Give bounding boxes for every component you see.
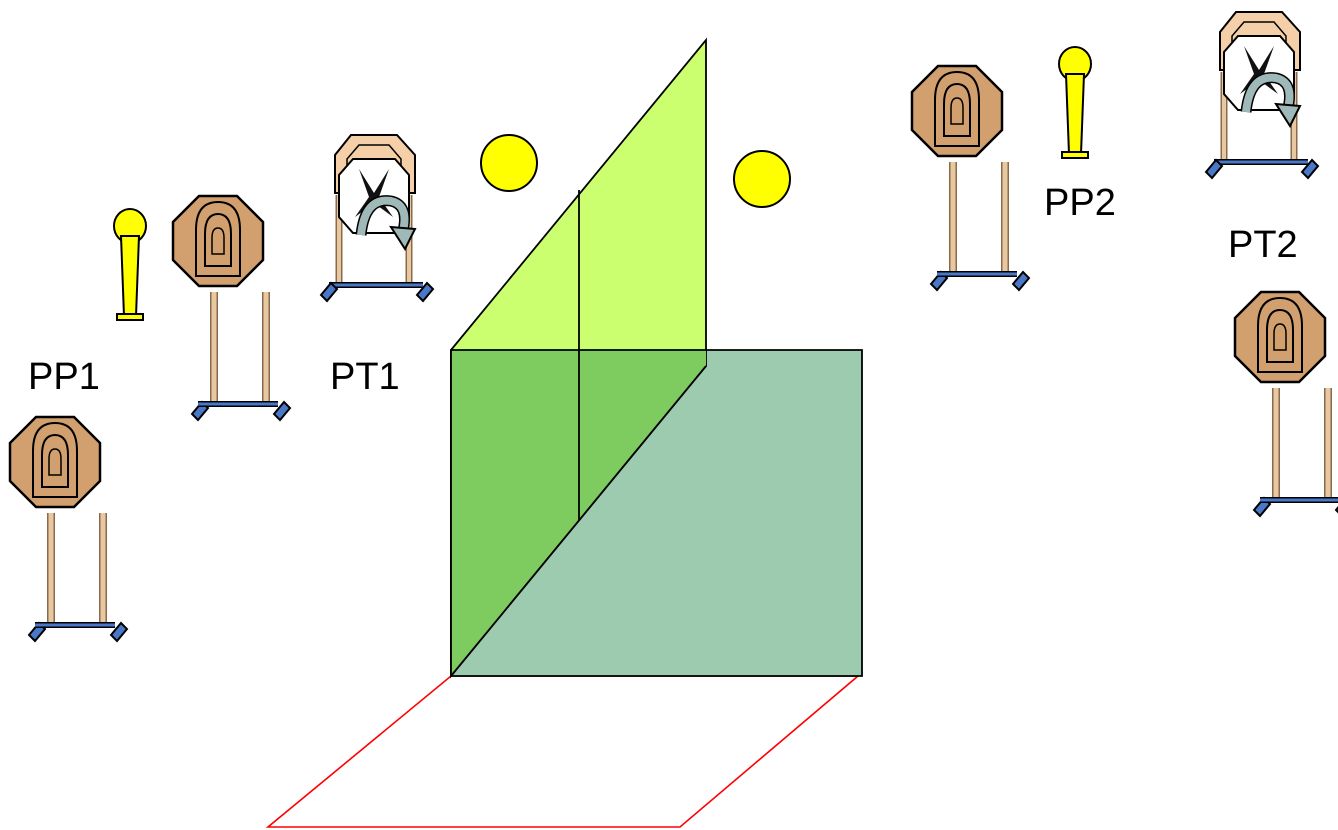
swinging-mover-target-icon (321, 135, 433, 301)
octagon-steel-plate-icon (173, 196, 290, 420)
shooting-box (265, 675, 861, 828)
octagon-steel-plate-icon (1235, 292, 1338, 516)
label-pp2: PP2 (1044, 182, 1116, 224)
pepper-popper-icon (113, 208, 147, 321)
round-plate-icon (733, 150, 791, 208)
swinging-mover-target-icon (1206, 12, 1318, 178)
label-pp1: PP1 (28, 356, 100, 398)
round-plate-icon (480, 134, 538, 192)
pepper-popper-icon (1058, 46, 1092, 159)
octagon-steel-plate-icon (912, 66, 1029, 290)
octagon-steel-plate-icon (10, 417, 127, 641)
label-pt1: PT1 (330, 356, 400, 398)
label-pt2: PT2 (1228, 224, 1298, 266)
